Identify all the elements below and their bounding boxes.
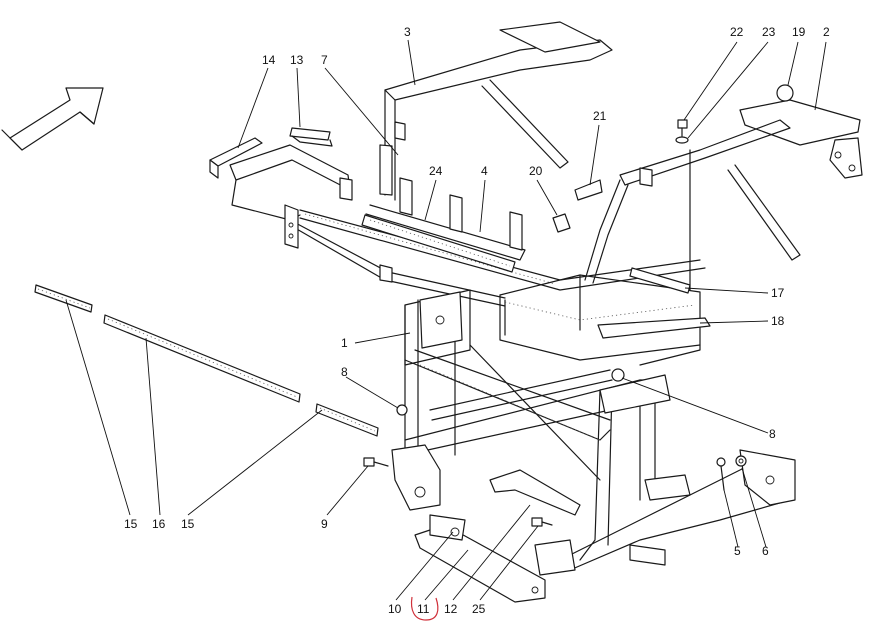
lower-bracket-11 [414, 514, 546, 603]
callout-6: 6 [762, 544, 769, 558]
callout-3: 3 [404, 25, 411, 39]
callout-23: 23 [762, 25, 776, 39]
upper-frame-left [229, 144, 706, 307]
callout-4: 4 [481, 164, 488, 178]
callout-15-left: 15 [124, 517, 138, 531]
callout-17: 17 [771, 286, 785, 300]
callout-8-upper: 8 [341, 365, 348, 379]
clip-20 [552, 213, 571, 233]
front-direction-arrow-icon [1, 87, 104, 151]
callout-7: 7 [321, 53, 328, 67]
side-strip-16 [103, 314, 301, 403]
cross-member-24 [361, 214, 516, 273]
callout-8-right: 8 [769, 427, 776, 441]
bracket-21 [574, 179, 603, 201]
callout-12: 12 [444, 602, 458, 616]
bolt-5 [716, 457, 726, 491]
callout-18: 18 [771, 314, 785, 328]
lower-crossbar-12 [489, 469, 581, 516]
pad-13 [289, 127, 333, 147]
cross-member-4 [365, 177, 526, 261]
callout-1: 1 [341, 336, 348, 350]
bolt-9 [363, 457, 389, 467]
callout-9: 9 [321, 517, 328, 531]
nut-8-upper [396, 404, 408, 416]
callout-19: 19 [792, 25, 806, 39]
callout-15-right: 15 [181, 517, 195, 531]
callout-21: 21 [593, 109, 607, 123]
callout-2: 2 [823, 25, 830, 39]
washer-6 [735, 455, 747, 467]
bolt-22 [677, 119, 688, 137]
side-strip-15-left [34, 284, 93, 313]
leader-lines [65, 39, 827, 601]
callout-20: 20 [529, 164, 543, 178]
callout-13: 13 [290, 53, 304, 67]
lower-main-frame [391, 289, 796, 576]
callout-16: 16 [152, 517, 166, 531]
center-cage [499, 267, 711, 366]
callout-11: 11 [417, 602, 430, 616]
pad-14 [209, 137, 263, 179]
highlight-circle [410, 596, 439, 621]
nut-8-right [611, 368, 625, 382]
upper-beam-3 [379, 21, 613, 201]
callout-5: 5 [734, 544, 741, 558]
callout-14: 14 [262, 53, 276, 67]
bolt-25 [531, 517, 553, 527]
callout-25: 25 [472, 602, 486, 616]
side-strip-15-right [315, 403, 379, 437]
callout-22: 22 [730, 25, 744, 39]
upper-frame-right [584, 84, 863, 291]
callout-24: 24 [429, 164, 443, 178]
callout-10: 10 [388, 602, 402, 616]
washer-23 [675, 136, 689, 144]
callout-labels: 3 22 23 19 2 14 13 7 21 24 4 20 17 18 1 … [124, 25, 830, 616]
